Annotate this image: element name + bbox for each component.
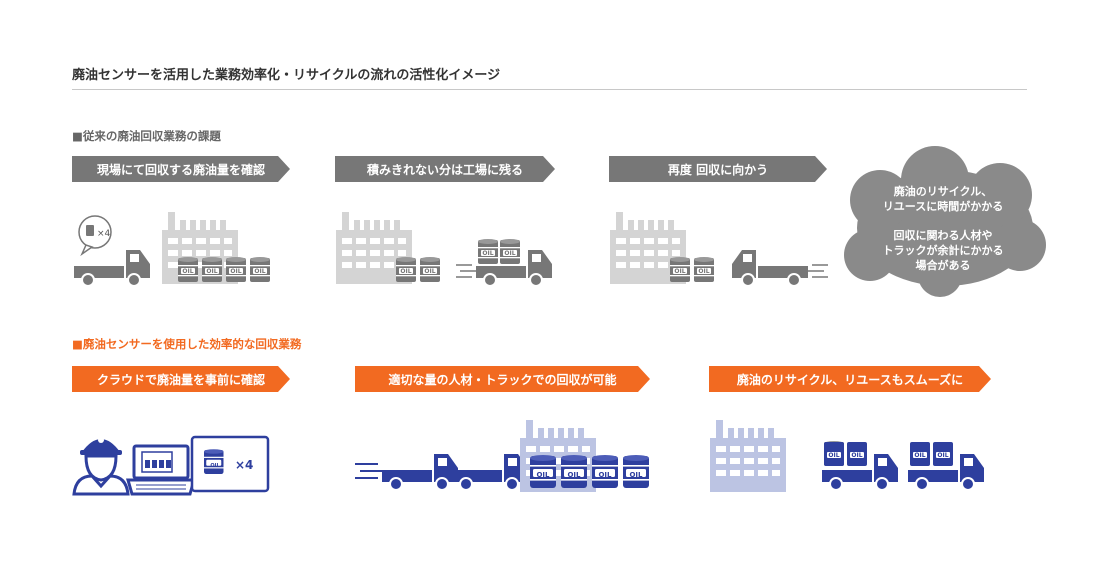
svg-text:OIL: OIL [698, 268, 709, 275]
cloud-line: 廃油のリサイクル、 [893, 185, 993, 198]
svg-text:OIL: OIL [914, 452, 925, 459]
cloud-text: 廃油のリサイクル、 リユースに時間がかかる 回収に関わる人材や トラックが余計に… [858, 184, 1028, 273]
conventional-step-2: 積みきれない分は工場に残る [335, 156, 555, 182]
svg-text:OIL: OIL [424, 268, 435, 275]
speech-bubble-icon: ×4 [78, 215, 112, 257]
svg-text:OIL: OIL [206, 268, 217, 275]
sensor-step-1: クラウドで廃油量を事前に確認 [72, 366, 290, 392]
cloud-icon [844, 146, 1046, 297]
panel-count-label: ×4 [235, 458, 253, 472]
truck-icon [73, 249, 151, 287]
oil-drum-icon: OIL OIL [478, 239, 520, 264]
svg-text:OIL: OIL [629, 471, 643, 479]
sensor-step-2: 適切な量の人材・トラックでの回収が可能 [355, 366, 650, 392]
conventional-step-3: 再度 回収に向かう [609, 156, 827, 182]
speed-lines [808, 264, 828, 278]
svg-text:OIL: OIL [504, 250, 515, 257]
svg-text:OIL: OIL [254, 268, 265, 275]
svg-text:OIL: OIL [851, 452, 862, 459]
title-divider [72, 89, 1027, 90]
svg-text:OIL: OIL [482, 250, 493, 257]
oil-drum-icon: OIL OIL OIL OIL [530, 455, 649, 488]
truck-icon [451, 453, 529, 491]
page-title: 廃油センサーを活用した業務効率化・リサイクルの流れの活性化イメージ [72, 68, 501, 83]
svg-text:OIL: OIL [598, 471, 612, 479]
svg-text:OIL: OIL [182, 268, 193, 275]
cloud-line: 回収に関わる人材や [893, 229, 993, 242]
svg-text:OIL: OIL [400, 268, 411, 275]
svg-text:OIL: OIL [674, 268, 685, 275]
svg-text:OIL: OIL [536, 471, 550, 479]
truck-icon [381, 453, 459, 491]
laptop-icon [126, 444, 196, 496]
sensor-step-3: 廃油のリサイクル、リユースもスムーズに [709, 366, 991, 392]
conventional-section-heading: ■従来の廃油回収業務の課題 [72, 129, 221, 143]
cloud-line: 場合がある [915, 259, 971, 272]
sensor-data-panel: OIL ×4 [190, 435, 270, 493]
oil-drum-icon: OIL OIL [670, 257, 714, 282]
sensor-section-heading: ■廃油センサーを使用した効率的な回収業務 [72, 337, 302, 351]
oil-drum-icon: OIL OIL [824, 442, 867, 466]
svg-text:OIL: OIL [828, 452, 839, 459]
svg-text:OIL: OIL [937, 452, 948, 459]
worker-icon [72, 437, 130, 496]
oil-drum-icon: OIL OIL [396, 257, 440, 282]
speed-lines [456, 264, 476, 278]
conventional-step-1: 現場にて回収する廃油量を確認 [72, 156, 290, 182]
truck-icon [731, 249, 809, 287]
svg-text:OIL: OIL [567, 471, 581, 479]
speed-lines [355, 463, 382, 479]
cloud-line: リユースに時間がかかる [882, 200, 1004, 213]
svg-text:OIL: OIL [230, 268, 241, 275]
oil-drum-icon: OIL OIL OIL OIL [178, 257, 270, 282]
oil-drum-icon: OIL OIL [910, 442, 953, 466]
cloud-line: トラックが余計にかかる [882, 244, 1004, 257]
svg-text:OIL: OIL [210, 463, 220, 469]
factory-icon [710, 420, 786, 492]
bubble-count-label: ×4 [97, 229, 111, 239]
